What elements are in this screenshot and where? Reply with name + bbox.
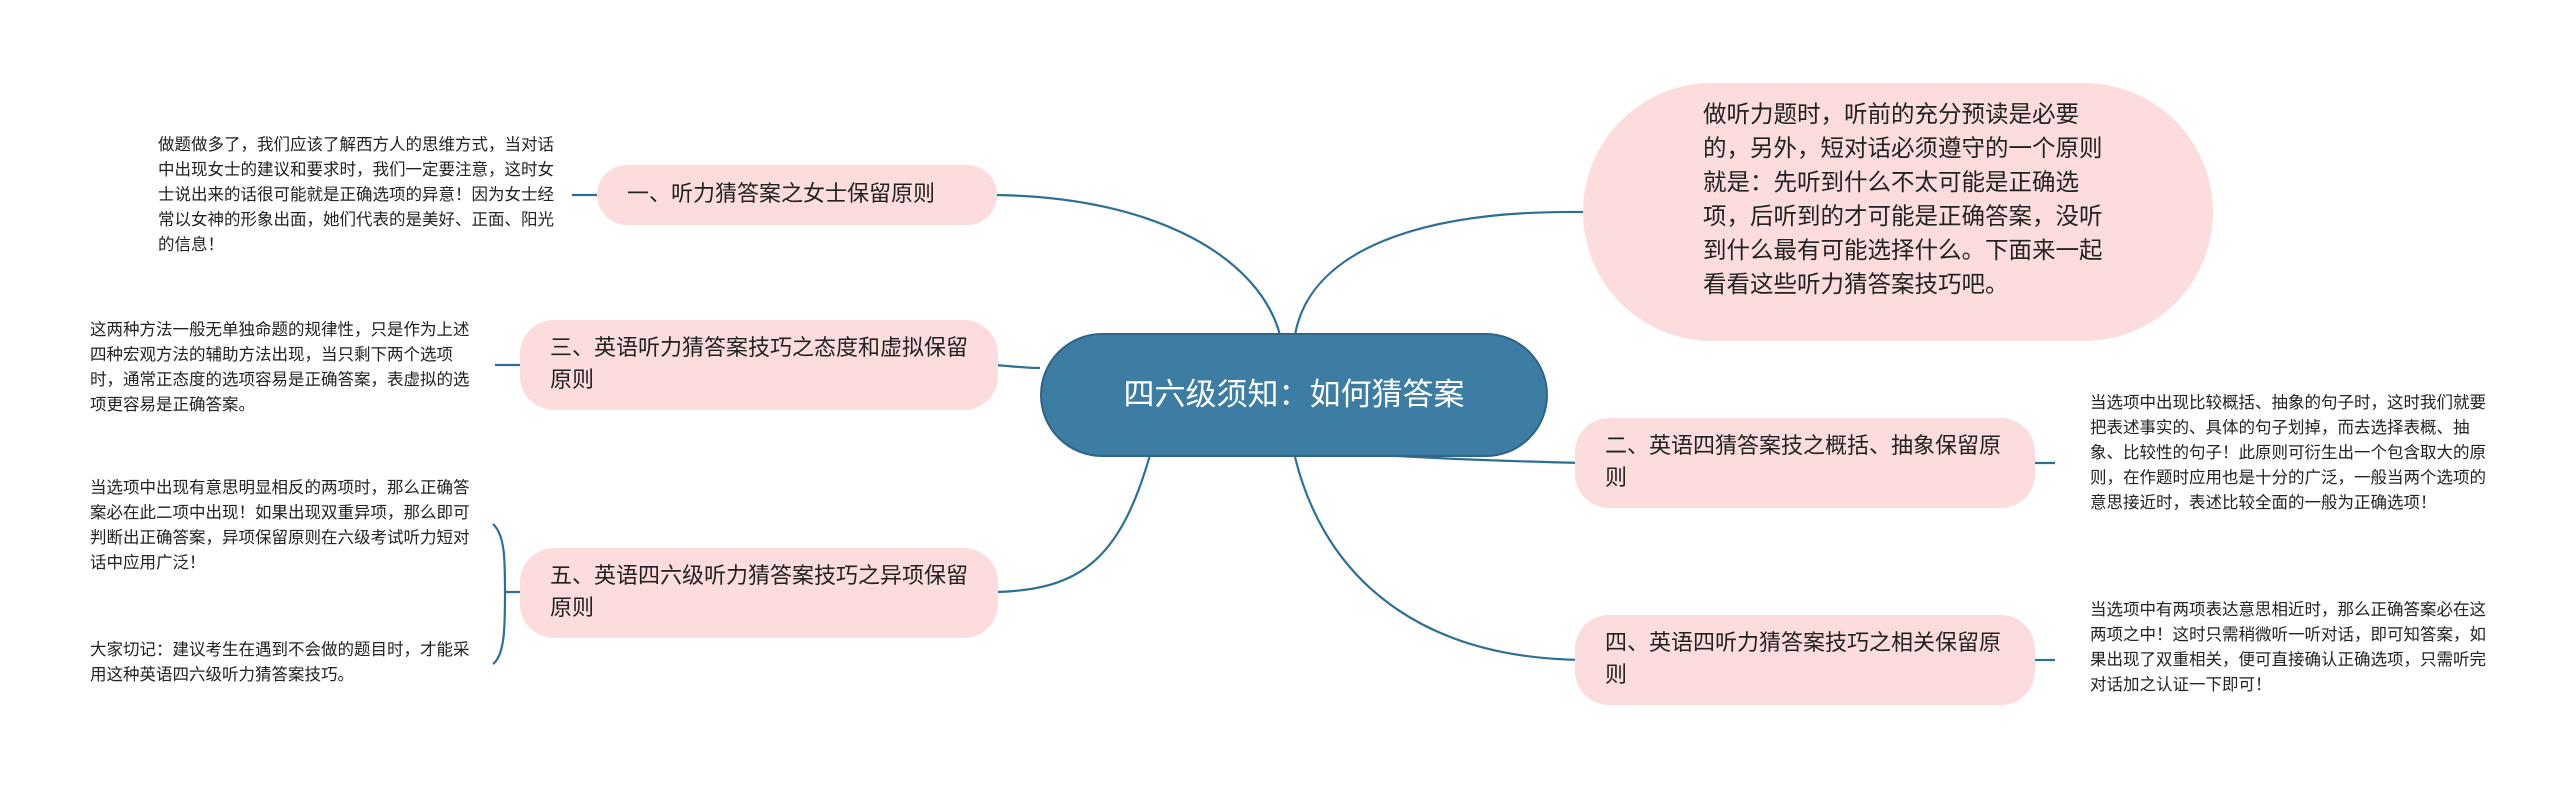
leaf-female-retention: 做题做多了，我们应该了解西方人的思维方式，当对话中出现女士的建议和要求时，我们一…	[158, 135, 554, 254]
root-topic[interactable]: 四六级须知：如何猜答案	[1040, 333, 1548, 457]
leaf-opposite-retention: 当选项中出现有意思明显相反的两项时，那么正确答案必在此二项中出现！如果出现双重异…	[90, 478, 470, 572]
link-root-topic-3	[994, 363, 1041, 370]
topic-opposite-retention[interactable]: 五、英语四六级听力猜答案技巧之异项保留原则	[520, 548, 998, 638]
topic-female-retention[interactable]: 一、听力猜答案之女士保留原则	[597, 165, 997, 225]
intro-node[interactable]: 做听力题时，听前的充分预读是必要的，另外，短对话必须遵守的一个原则就是：先听到什…	[1583, 83, 2213, 341]
link-root-intro	[1293, 210, 1584, 336]
leaf-general-abstract: 当选项中出现比较概括、抽象的句子时，这时我们就要把表述事实的、具体的句子划掉，而…	[2090, 393, 2486, 512]
leaf-test-tip: 大家切记：建议考生在遇到不会做的题目时，才能采用这种英语四六级听力猜答案技巧。	[90, 640, 470, 684]
leaf-attitude-subjunctive: 这两种方法一般无单独命题的规律性，只是作为上述四种宏观方法的辅助方法出现，当只剩…	[90, 320, 470, 414]
leaf-related-retention: 当选项中有两项表达意思相近时，那么正确答案必在这两项之中！这时只需稍微听一听对话…	[2090, 600, 2486, 694]
topic-general-abstract[interactable]: 二、英语四猜答案技之概括、抽象保留原则	[1575, 418, 2035, 508]
link-topic-5-leaves	[492, 523, 520, 665]
topic-attitude-subjunctive[interactable]: 三、英语听力猜答案技巧之态度和虚拟保留原则	[520, 320, 998, 410]
link-root-topic-4	[1293, 456, 1584, 662]
link-root-topic-1	[994, 193, 1282, 336]
topic-related-retention[interactable]: 四、英语四听力猜答案技巧之相关保留原则	[1575, 615, 2035, 705]
link-root-topic-5	[994, 454, 1152, 594]
